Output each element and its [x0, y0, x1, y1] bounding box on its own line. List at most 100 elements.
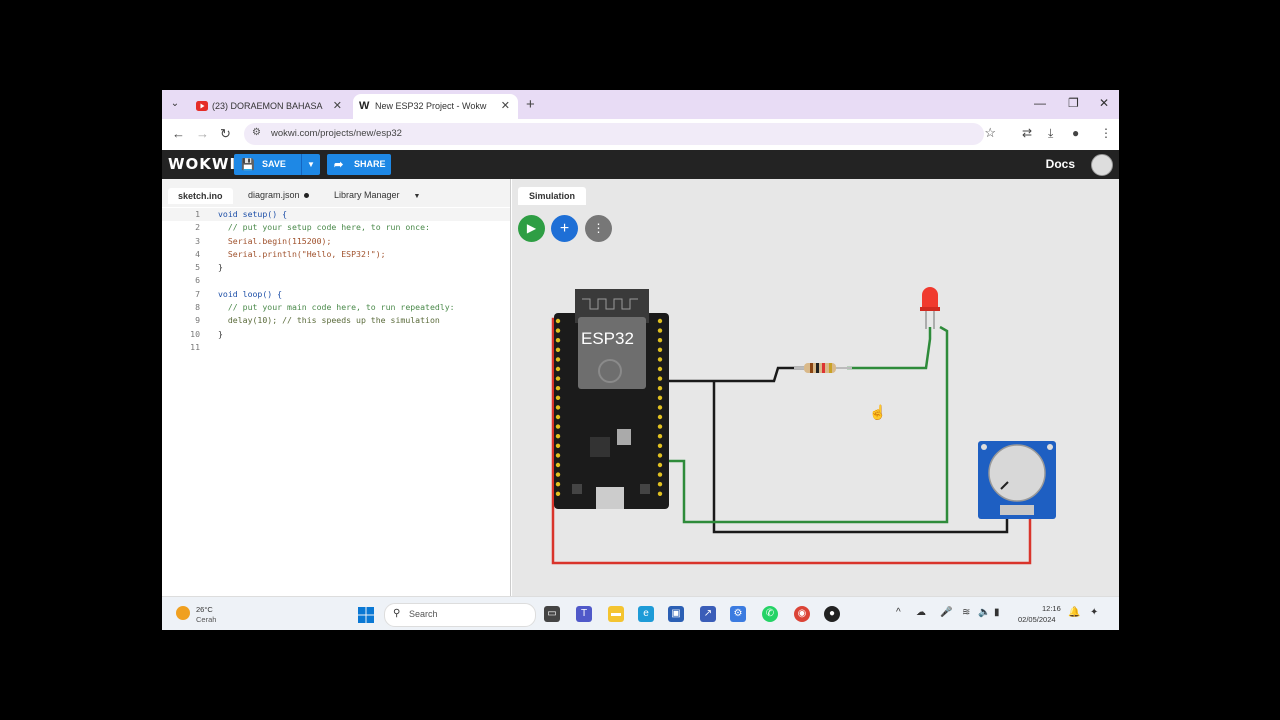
header-pin[interactable]	[657, 366, 663, 372]
forward-icon[interactable]: →	[196, 126, 209, 141]
profile-icon[interactable]: ●	[1072, 126, 1080, 140]
header-pin[interactable]	[657, 472, 663, 477]
header-pin[interactable]	[555, 376, 561, 381]
app-icon[interactable]: ↗	[700, 606, 716, 622]
header-pin[interactable]	[657, 347, 663, 352]
potentiometer[interactable]	[978, 441, 1056, 519]
volume-icon[interactable]: 🔈	[978, 607, 991, 618]
teams-icon[interactable]: T	[576, 606, 592, 622]
black-wire-gnd[interactable]	[712, 381, 1009, 534]
notification-bell-icon[interactable]: 🔔	[1068, 607, 1081, 618]
bookmark-star-icon[interactable]: ☆	[984, 125, 996, 140]
header-pin[interactable]	[555, 443, 561, 448]
header-pin[interactable]	[657, 424, 663, 429]
copilot-icon[interactable]: ✦	[1090, 607, 1099, 618]
header-pin[interactable]	[555, 318, 561, 324]
tab-list-chevron-icon[interactable]: ⌄	[170, 98, 180, 109]
share-button[interactable]: ➦ SHARE	[327, 154, 391, 175]
url-bar[interactable]: ⚙ wokwi.com/projects/new/esp32 ☆	[244, 123, 996, 145]
header-pin[interactable]	[555, 395, 561, 400]
reload-icon[interactable]: ↻	[220, 126, 231, 141]
minimize-icon[interactable]: —	[1034, 96, 1046, 110]
header-pin[interactable]	[657, 491, 663, 496]
tab-sketch-ino[interactable]: sketch.ino	[168, 188, 233, 204]
new-tab-button[interactable]: +	[526, 96, 535, 113]
save-dropdown-chevron-icon[interactable]: ▼	[301, 154, 320, 175]
docs-link[interactable]: Docs	[1045, 157, 1075, 171]
weather-icon[interactable]	[176, 606, 190, 620]
tab-simulation[interactable]: Simulation	[518, 187, 587, 205]
header-pin[interactable]	[555, 453, 561, 458]
header-pin[interactable]	[555, 405, 561, 410]
save-button[interactable]: 💾 SAVE ▼	[234, 154, 320, 175]
battery-icon[interactable]: ▮	[994, 607, 1000, 618]
header-pin[interactable]	[555, 366, 561, 372]
header-pin[interactable]	[657, 482, 663, 487]
extensions-icon[interactable]: ⇄	[1022, 126, 1033, 140]
black-wire[interactable]	[668, 366, 807, 383]
header-pin[interactable]	[657, 434, 663, 439]
windows-start-icon[interactable]	[358, 607, 374, 623]
green-wire-led[interactable]	[847, 327, 932, 370]
header-pin[interactable]	[555, 482, 561, 487]
app-icon-dark[interactable]: ●	[824, 606, 840, 622]
site-info-icon[interactable]: ⚙	[252, 127, 261, 138]
header-pin[interactable]	[555, 347, 561, 352]
green-wire-pot[interactable]	[668, 325, 949, 524]
header-pin[interactable]	[657, 386, 663, 391]
header-pin[interactable]	[657, 414, 663, 420]
header-pin[interactable]	[555, 338, 561, 343]
clock-time[interactable]: 12:16	[1042, 604, 1061, 613]
back-icon[interactable]: ←	[172, 126, 185, 141]
resistor[interactable]	[794, 363, 852, 373]
close-window-icon[interactable]: ✕	[1099, 96, 1110, 110]
whatsapp-icon[interactable]: ✆	[762, 606, 778, 622]
header-pin[interactable]	[657, 443, 663, 448]
header-pin[interactable]	[555, 357, 561, 362]
browser-tab-wokwi[interactable]: W New ESP32 Project - Wokwi Sim ✕	[353, 94, 518, 119]
header-pin[interactable]	[555, 386, 561, 391]
red-led[interactable]	[920, 287, 940, 329]
clock-date[interactable]: 02/05/2024	[1018, 615, 1056, 624]
header-pin[interactable]	[555, 434, 561, 439]
chrome-icon[interactable]: ◉	[794, 606, 810, 622]
restore-icon[interactable]: ❐	[1068, 96, 1079, 110]
header-pin[interactable]	[657, 318, 663, 324]
header-pin[interactable]	[555, 328, 561, 333]
header-pin[interactable]	[555, 414, 561, 420]
header-pin[interactable]	[555, 491, 561, 496]
header-pin[interactable]	[657, 338, 663, 343]
more-options-icon[interactable]: ⋮	[585, 215, 612, 242]
file-explorer-icon[interactable]: ▬	[608, 606, 624, 622]
tab-library-manager[interactable]: Library Manager▼	[334, 190, 420, 200]
microphone-icon[interactable]: 🎤	[940, 607, 953, 618]
wifi-icon[interactable]: ≋	[962, 607, 971, 618]
edge-icon[interactable]: e	[638, 606, 654, 622]
wokwi-logo[interactable]: WOKWI	[168, 155, 237, 173]
header-pin[interactable]	[555, 424, 561, 429]
settings-gear-icon[interactable]: ⚙	[730, 606, 746, 622]
header-pin[interactable]	[555, 472, 561, 477]
header-pin[interactable]	[657, 462, 663, 468]
esp32-board[interactable]	[554, 289, 669, 509]
header-pin[interactable]	[657, 405, 663, 410]
tray-chevron-icon[interactable]: ^	[896, 607, 901, 618]
header-pin[interactable]	[657, 328, 663, 333]
close-tab-icon[interactable]: ✕	[500, 100, 510, 112]
download-icon[interactable]: ⤓	[1048, 126, 1054, 140]
start-simulation-play-icon[interactable]: ▶	[518, 215, 545, 242]
header-pin[interactable]	[657, 453, 663, 458]
header-pin[interactable]	[555, 462, 561, 468]
close-tab-icon[interactable]: ✕	[332, 100, 342, 112]
store-icon[interactable]: ▣	[668, 606, 684, 622]
dropdown-caret-icon[interactable]: ▼	[413, 193, 421, 200]
browser-tab-youtube[interactable]: (23) DORAEMON BAHASA INDO ✕	[190, 94, 350, 119]
header-pin[interactable]	[657, 357, 663, 362]
tab-diagram-json[interactable]: diagram.json	[248, 190, 309, 200]
more-menu-icon[interactable]: ⋮	[1100, 126, 1112, 140]
header-pin[interactable]	[657, 395, 663, 400]
taskbar-search[interactable]: ⚲ Search	[384, 603, 536, 627]
add-part-plus-icon[interactable]: +	[551, 215, 578, 242]
task-view-icon[interactable]: ▭	[544, 606, 560, 622]
header-pin[interactable]	[657, 376, 663, 381]
